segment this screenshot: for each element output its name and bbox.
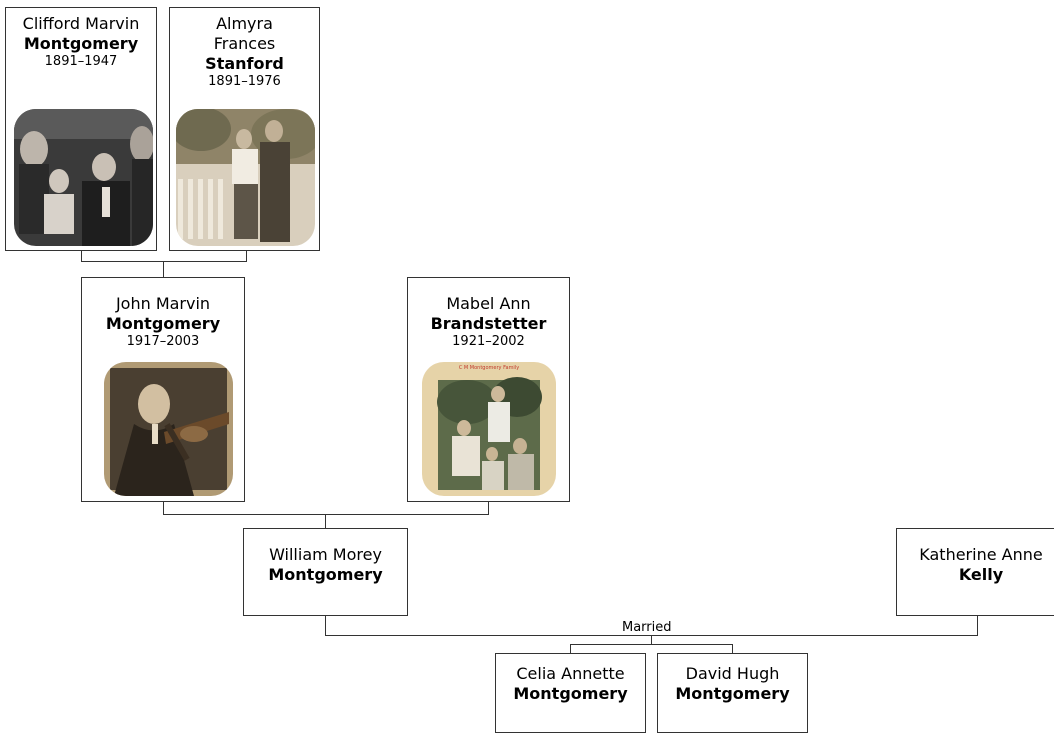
given-name: William Morey xyxy=(269,545,382,564)
connector-line xyxy=(570,644,733,645)
person-card-john[interactable]: John Marvin Montgomery 1917–2003 xyxy=(81,277,245,502)
connector-line xyxy=(163,514,489,515)
given-name: Katherine Anne xyxy=(919,545,1043,564)
surname: Brandstetter xyxy=(430,314,547,333)
connector-line xyxy=(570,644,571,654)
portrait-photo[interactable] xyxy=(14,109,153,246)
person-card-almyra[interactable]: Almyra Frances Stanford 1891–1976 xyxy=(169,7,320,251)
connector-line xyxy=(325,514,326,528)
connector-line xyxy=(81,261,247,262)
given-name: Mabel Ann xyxy=(446,294,531,313)
person-card-katherine[interactable]: Katherine Anne Kelly xyxy=(896,528,1054,616)
given-name: Celia Annette xyxy=(516,664,625,683)
given-name: David Hugh xyxy=(685,664,780,683)
surname: Montgomery xyxy=(513,684,628,703)
life-dates: 1921–2002 xyxy=(452,334,525,349)
family-photo[interactable]: C M Montgomery Family xyxy=(422,362,556,496)
life-dates: 1891–1976 xyxy=(208,74,281,89)
connector-line xyxy=(163,261,164,277)
person-card-mabel[interactable]: Mabel Ann Brandstetter 1921–2002 C M Mon… xyxy=(407,277,570,502)
connector-line xyxy=(246,250,247,262)
connector-line xyxy=(488,501,489,515)
life-dates: 1917–2003 xyxy=(126,334,200,349)
married-label: Married xyxy=(620,620,674,635)
surname: Montgomery xyxy=(675,684,790,703)
connector-line xyxy=(732,644,733,654)
surname: Montgomery xyxy=(105,314,221,333)
given-name: Clifford Marvin xyxy=(22,14,140,33)
surname: Montgomery xyxy=(23,34,139,53)
given-name: John Marvin xyxy=(115,294,211,313)
person-card-clifford[interactable]: Clifford Marvin Montgomery 1891–1947 xyxy=(5,7,157,251)
surname: Stanford xyxy=(205,54,284,73)
person-card-celia[interactable]: Celia Annette Montgomery xyxy=(495,653,646,733)
person-card-william[interactable]: William Morey Montgomery xyxy=(243,528,408,616)
life-dates: 1891–1947 xyxy=(44,54,118,69)
connector-line xyxy=(163,501,164,515)
surname: Montgomery xyxy=(268,565,383,584)
connector-line xyxy=(977,615,978,636)
given-name: Almyra Frances xyxy=(213,14,276,53)
connector-line xyxy=(325,615,326,636)
person-card-david[interactable]: David Hugh Montgomery xyxy=(657,653,808,733)
photo-caption: C M Montgomery Family xyxy=(458,365,520,371)
portrait-photo[interactable] xyxy=(176,109,315,246)
surname: Kelly xyxy=(958,565,1004,584)
portrait-photo[interactable] xyxy=(104,362,233,496)
connector-line xyxy=(651,635,652,645)
connector-line xyxy=(81,250,82,262)
